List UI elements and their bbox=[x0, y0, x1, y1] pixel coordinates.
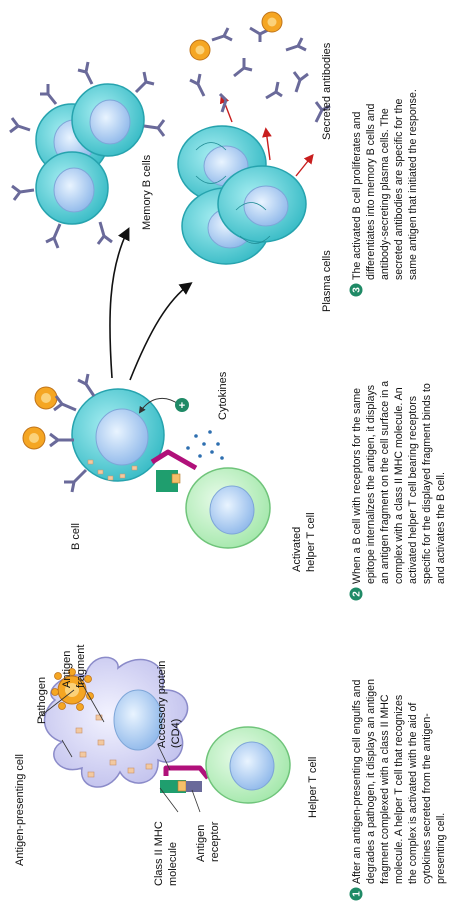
secreted-antibodies bbox=[189, 26, 331, 123]
step-3-line: differentiates into memory B cells and bbox=[365, 103, 377, 280]
step-number: 1 bbox=[352, 891, 363, 897]
step-2-line: complex with a class II MHC molecule. An bbox=[393, 387, 405, 584]
label-b-cell: B cell bbox=[70, 523, 82, 550]
b-cell-nucleus bbox=[95, 408, 149, 466]
red-arrow bbox=[262, 127, 272, 161]
cd4-icon bbox=[150, 449, 198, 471]
arrow-to-plasma bbox=[129, 282, 193, 381]
step-2-line: activated helper T cell bearing receptor… bbox=[407, 396, 419, 584]
memory-b-cells bbox=[9, 61, 166, 249]
antigen-fragment-icon bbox=[171, 473, 181, 484]
step-2-line: an antigen fragment on the cell surface … bbox=[379, 381, 391, 584]
step-number-badge bbox=[349, 587, 363, 601]
panel-2: + B cell Cytokines Activated helper T ce… bbox=[22, 371, 317, 572]
label-fragment: fragment bbox=[75, 645, 87, 688]
step-2-line: epitope internalizes the antigen, it dis… bbox=[365, 385, 377, 584]
label-plasma-cells: Plasma cells bbox=[321, 250, 333, 312]
label-antigen-receptor-1: Antigen bbox=[195, 825, 207, 862]
label-memory-b-cells: Memory B cells bbox=[141, 154, 153, 230]
label-antigen-presenting-cell: Antigen-presenting cell bbox=[14, 754, 26, 866]
label-activated-helper-t-cell: helper T cell bbox=[305, 512, 317, 572]
plus-icon bbox=[175, 398, 189, 412]
helper-t-nucleus bbox=[229, 741, 275, 791]
plasma-cells bbox=[177, 125, 307, 265]
step-1-line: degrades a pathogen, it displays an anti… bbox=[365, 679, 377, 884]
step-3-line: same antigen that initiated the response… bbox=[407, 89, 419, 280]
step-1-line: cytokines secreted from the antigen- bbox=[421, 713, 433, 884]
pathogen-icon bbox=[189, 11, 283, 61]
cytokine-dots bbox=[186, 430, 224, 460]
label-antigen: Antigen bbox=[61, 651, 73, 688]
caption-step-3: 3 The activated B cell proliferates and … bbox=[349, 89, 419, 297]
step-2-line: specific for the displayed fragment bind… bbox=[421, 383, 433, 584]
step-1-line: fragment complexed with a class II MHC bbox=[379, 694, 391, 884]
label-class2-mhc: Class II MHC bbox=[153, 821, 165, 886]
label-cytokines: Cytokines bbox=[217, 371, 229, 420]
red-arrow bbox=[295, 153, 314, 177]
antigen-fragment-icon bbox=[177, 780, 187, 792]
label-pathogen: Pathogen bbox=[36, 677, 48, 724]
step-1-line: the complex is activated with the aid of bbox=[407, 703, 419, 884]
caption-step-2: 2 When a B cell with receptors for the s… bbox=[349, 381, 447, 601]
antigen-receptor-icon bbox=[186, 781, 202, 792]
label-cd4: (CD4) bbox=[170, 719, 182, 748]
step-3-line: The activated B cell proliferates and bbox=[351, 111, 363, 280]
apc-nucleus bbox=[113, 689, 163, 751]
arrow-to-memory bbox=[109, 227, 130, 379]
red-arrow bbox=[219, 93, 233, 123]
label-secreted-antibodies: Secreted antibodies bbox=[321, 42, 333, 140]
step-1-line: After an antigen-presenting cell engulfs… bbox=[351, 680, 363, 884]
panel-3: Memory B cells Plasma cells Secreted ant… bbox=[9, 11, 333, 381]
label-accessory-protein: Accessory protein bbox=[156, 661, 168, 748]
cd4-icon bbox=[163, 765, 210, 780]
step-3-line: antibody-secreting plasma cells. The bbox=[379, 108, 391, 280]
caption-step-1: 1 After an antigen-presenting cell engul… bbox=[349, 679, 447, 901]
label-helper-t-cell: Helper T cell bbox=[307, 757, 319, 818]
label-antigen-receptor-2: receptor bbox=[209, 821, 221, 862]
pathogen-icon bbox=[22, 386, 58, 450]
label-molecule: molecule bbox=[167, 842, 179, 886]
label-activated: Activated bbox=[291, 527, 303, 572]
step-2-line: When a B cell with receptors for the sam… bbox=[351, 388, 363, 584]
svg-text:+: + bbox=[179, 400, 185, 412]
activated-helper-t-nucleus bbox=[209, 485, 255, 535]
step-3-line: secreted antibodies are specific for the bbox=[393, 99, 405, 280]
step-number-badge bbox=[349, 887, 363, 901]
panel-1: Antigen-presenting cell Pathogen Antigen… bbox=[14, 645, 319, 886]
step-number-badge bbox=[349, 283, 363, 297]
step-1-line: presenting cell. bbox=[435, 813, 447, 884]
step-number: 2 bbox=[352, 591, 363, 597]
step-1-line: molecule. A helper T cell that recognize… bbox=[393, 695, 405, 884]
b-cell-receptors bbox=[49, 373, 96, 493]
step-number: 3 bbox=[352, 287, 363, 293]
step-2-line: and activates the B cell. bbox=[435, 472, 447, 584]
